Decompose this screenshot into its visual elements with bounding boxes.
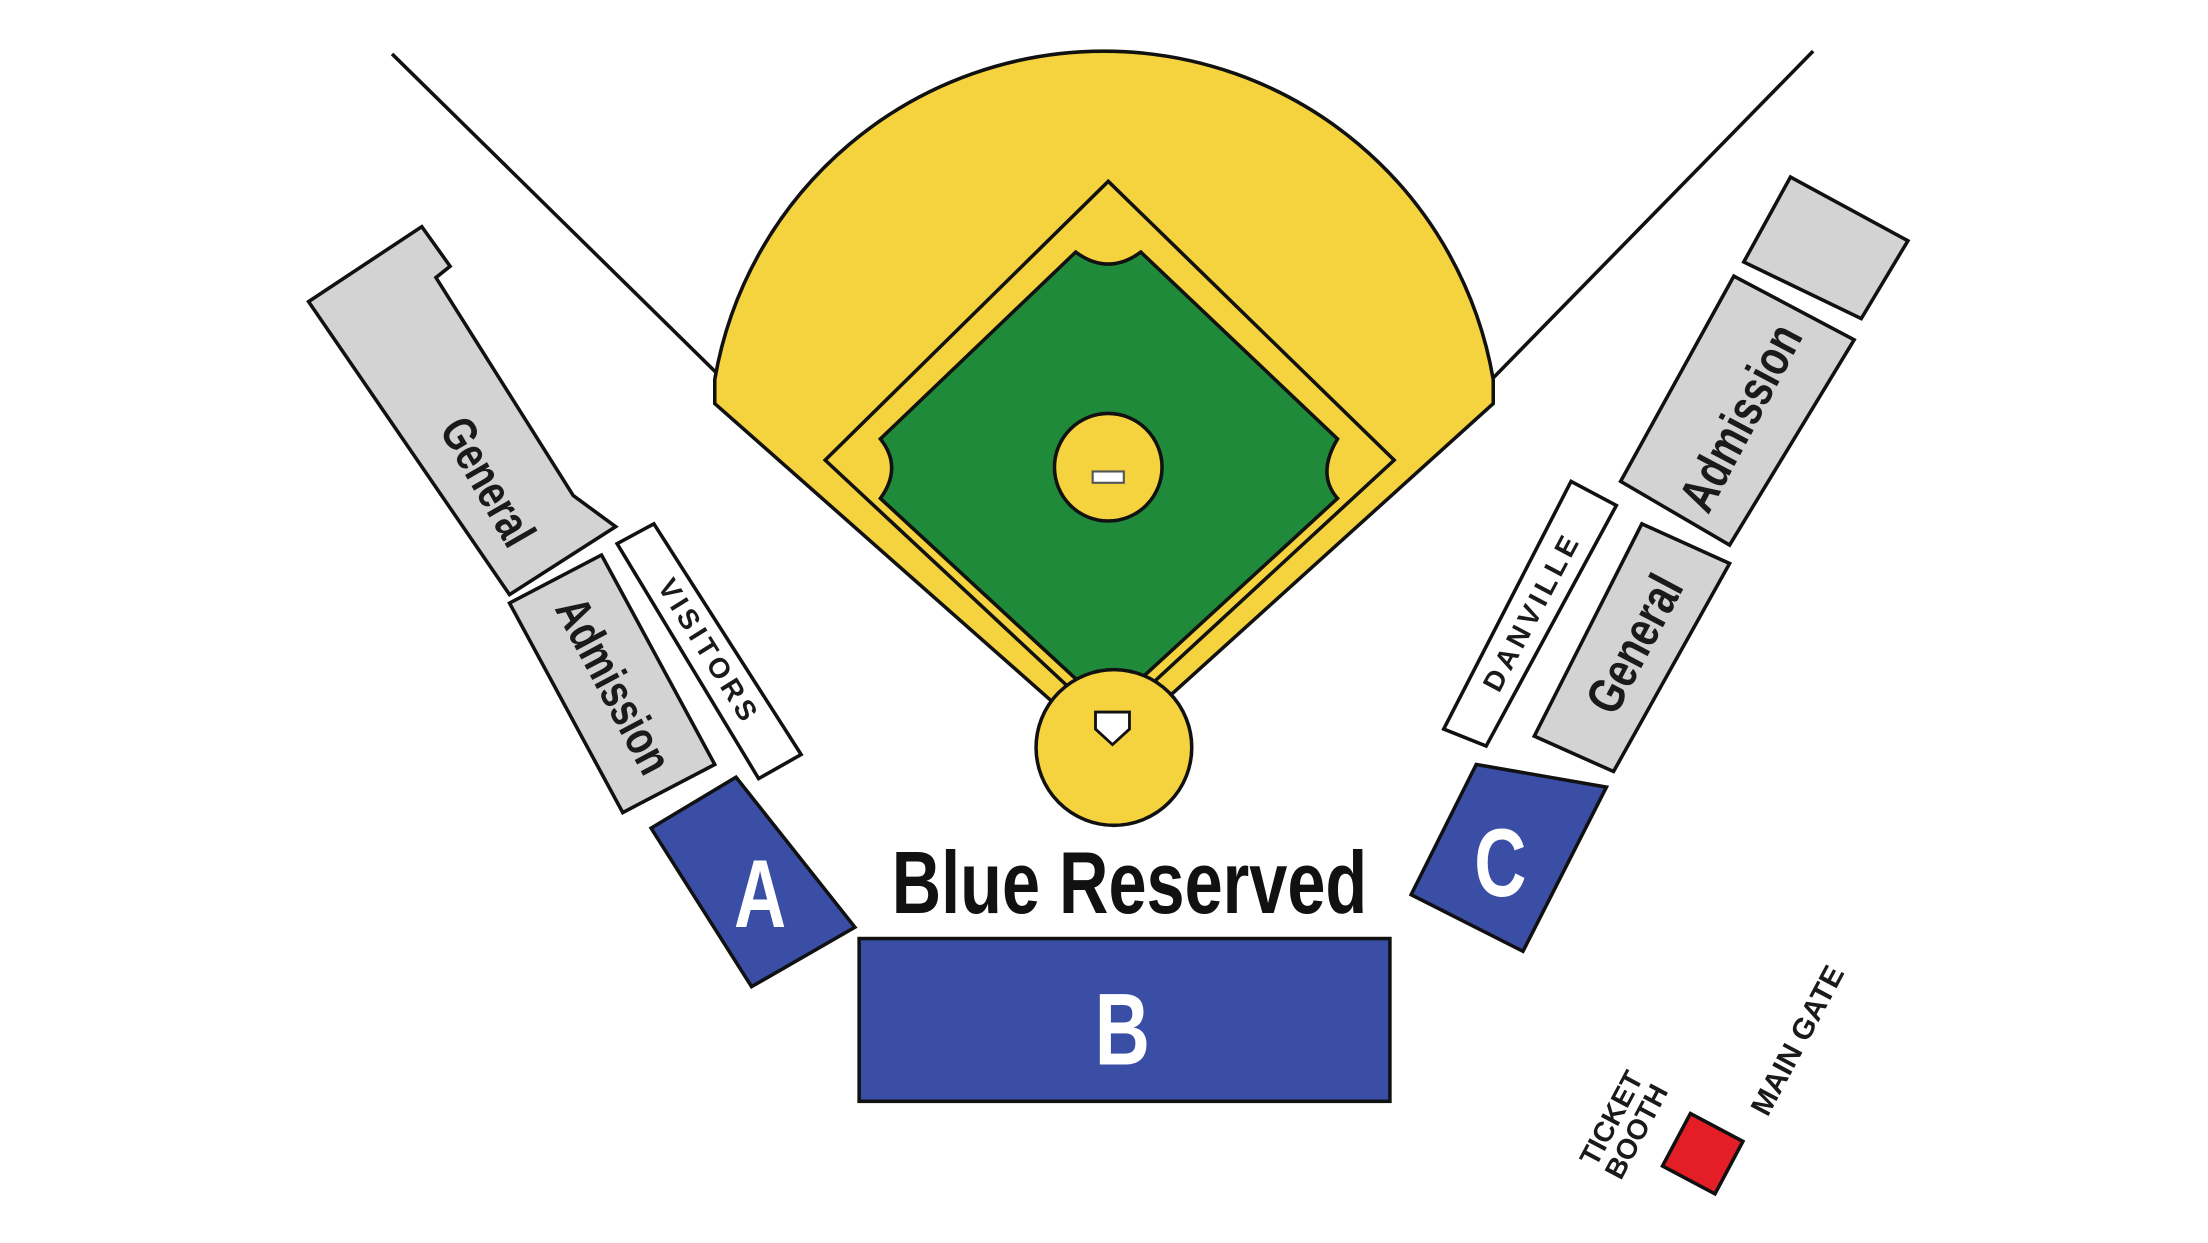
left-general-admission-lower[interactable]	[507, 552, 718, 815]
main-gate-label: MAIN GATE	[1745, 960, 1851, 1121]
section-b-label: B	[1095, 973, 1150, 1087]
blue-reserved-title: Blue Reserved	[892, 834, 1368, 932]
section-c[interactable]	[1408, 762, 1610, 954]
section-a[interactable]	[648, 774, 858, 990]
section-c-label: C	[1474, 810, 1526, 917]
right-general-admission-lower[interactable]	[1531, 521, 1733, 774]
ticket-booth-marker[interactable]	[1660, 1111, 1746, 1197]
home-plate-icon	[1094, 710, 1131, 747]
section-a-label: A	[734, 841, 786, 948]
ticket-booth-label: TICKET BOOTH	[1573, 1065, 1674, 1184]
danville-section[interactable]	[1441, 478, 1619, 749]
visitors-section[interactable]	[614, 521, 804, 781]
pitchers-rubber	[1091, 470, 1125, 484]
home-plate-circle	[1034, 667, 1194, 828]
left-general-admission-upper[interactable]	[306, 224, 619, 598]
left-foul-line	[390, 52, 731, 387]
right-outfield-block[interactable]	[1741, 174, 1911, 321]
section-b[interactable]	[857, 936, 1392, 1104]
right-foul-line	[1484, 49, 1815, 387]
right-general-admission-upper[interactable]	[1618, 273, 1857, 548]
pitchers-mound	[1052, 411, 1164, 523]
